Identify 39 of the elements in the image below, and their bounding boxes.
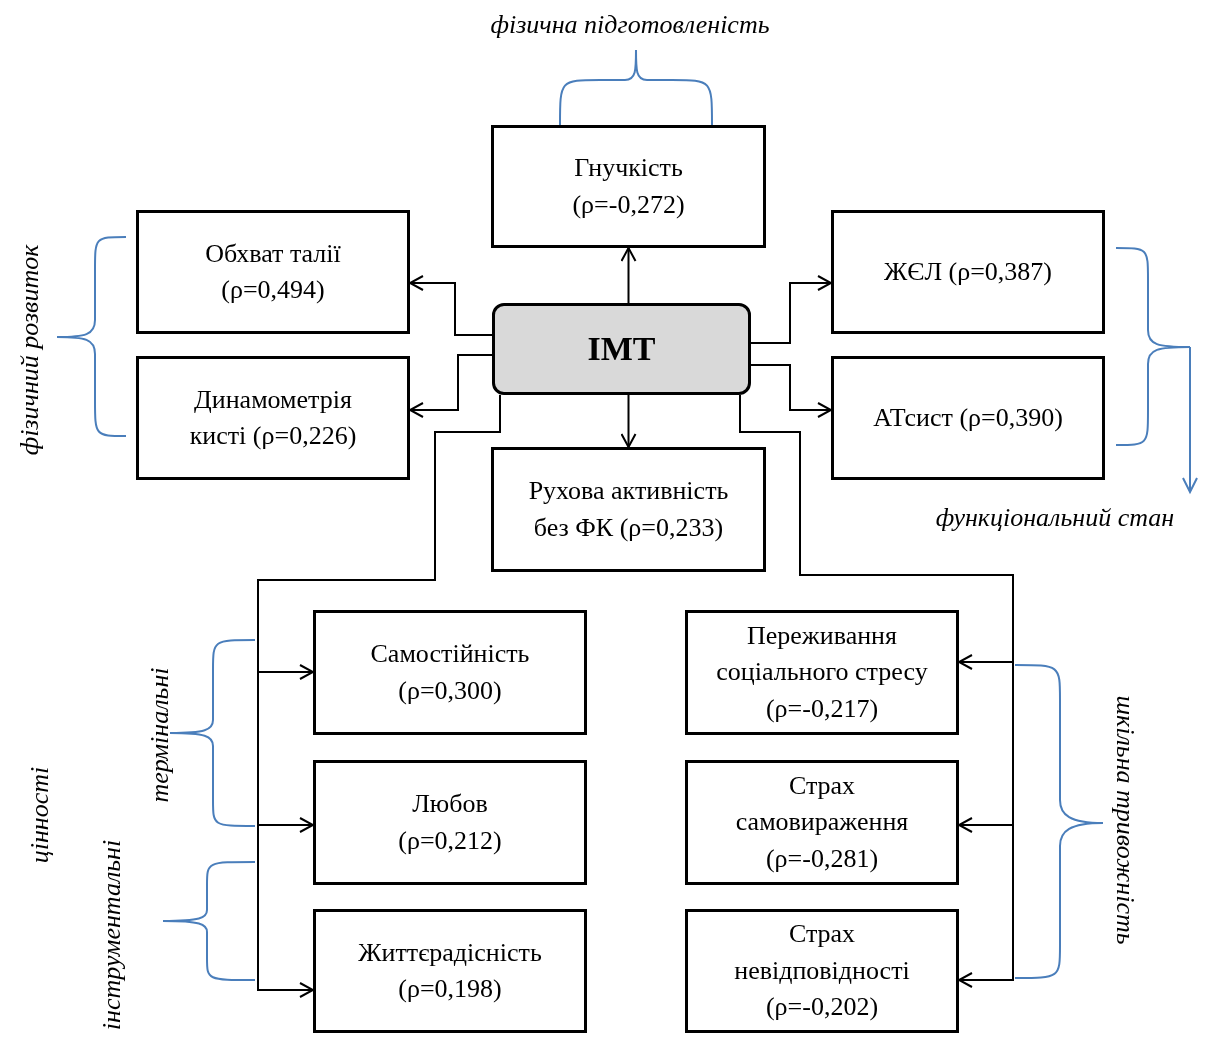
arrow — [750, 364, 832, 418]
arrow — [750, 275, 832, 344]
box-label: Страх самовираження (ρ=-0,281) — [734, 769, 910, 875]
process-box — [136, 210, 410, 334]
process-box — [136, 356, 410, 480]
process-box — [831, 210, 1105, 334]
box-label: Переживання соціального стресу (ρ=-0,217) — [715, 619, 929, 725]
group-label: інструментальні — [97, 839, 127, 1031]
box-label: ІМТ — [587, 329, 656, 370]
process-box — [313, 909, 587, 1033]
arrow — [620, 394, 637, 448]
process-box — [313, 760, 587, 885]
box-label: Гнучкість (ρ=-0,272) — [571, 152, 686, 221]
process-box — [685, 909, 959, 1033]
process-box — [831, 356, 1105, 480]
box-label: Любов (ρ=0,212) — [397, 788, 503, 857]
process-box — [313, 610, 587, 735]
group-label: функціональний стан — [935, 503, 1175, 533]
group-label: фізичний розвиток — [15, 244, 45, 456]
process-box — [491, 447, 766, 572]
arrow — [409, 275, 493, 336]
box-label: Життєрадісність (ρ=0,198) — [357, 936, 543, 1005]
box-label: Страх невідповідності (ρ=-0,202) — [733, 918, 911, 1024]
box-label: Рухова активність без ФК (ρ=0,233) — [527, 475, 730, 544]
process-box — [491, 125, 766, 248]
arrow — [409, 354, 493, 418]
process-box — [685, 610, 959, 735]
group-label: цінності — [25, 766, 55, 864]
box-label: Самостійність (ρ=0,300) — [369, 638, 531, 707]
group-label: термінальні — [145, 667, 175, 803]
group-label: фізична підготовленість — [490, 10, 770, 40]
rounded-box — [492, 303, 751, 395]
process-box — [685, 760, 959, 885]
arrow — [620, 247, 637, 304]
group-label: шкільна тривожність — [1110, 695, 1140, 945]
box-label: АТсист (ρ=0,390) — [873, 401, 1063, 434]
box-label: Обхват талії (ρ=0,494) — [204, 237, 342, 306]
box-label: ЖЄЛ (ρ=0,387) — [883, 255, 1053, 288]
box-label: Динамометрія кисті (ρ=0,226) — [188, 383, 358, 452]
